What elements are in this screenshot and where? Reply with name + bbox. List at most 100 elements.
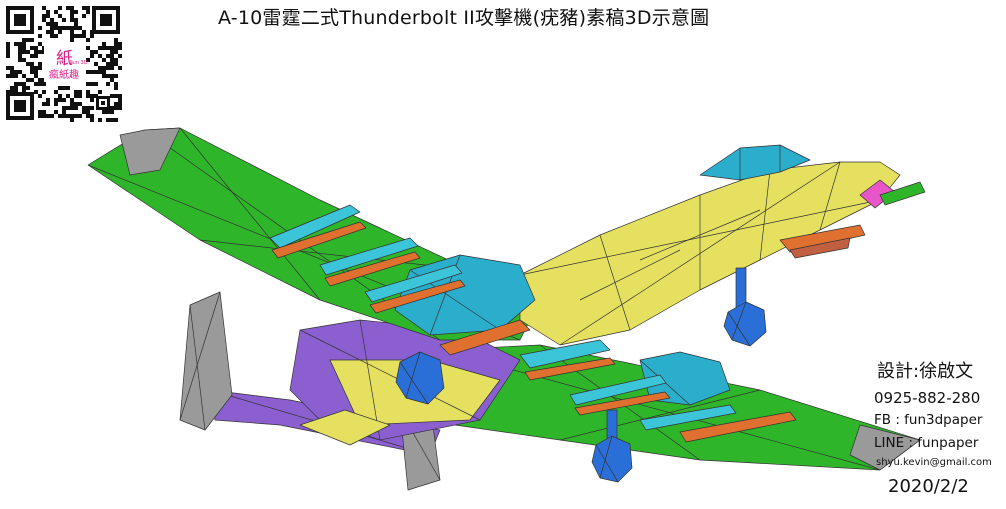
qr-module <box>78 102 82 106</box>
qr-module <box>74 114 78 118</box>
email-address[interactable]: shyu.kevin@gmail.com <box>876 457 992 468</box>
qr-module <box>6 42 10 46</box>
qr-module <box>118 42 122 46</box>
qr-module <box>86 58 90 62</box>
qr-module <box>70 34 74 38</box>
qr-module <box>74 18 78 22</box>
qr-module <box>54 34 58 38</box>
qr-module <box>66 106 70 110</box>
qr-module <box>46 10 50 14</box>
qr-module <box>58 86 62 90</box>
qr-code[interactable]: 紙 Fun 3D 瘋紙趣 <box>4 4 122 122</box>
qr-module <box>86 106 90 110</box>
qr-module <box>38 94 42 98</box>
qr-module <box>34 82 38 86</box>
qr-module <box>58 98 62 102</box>
qr-module <box>54 98 58 102</box>
qr-module <box>38 62 42 66</box>
qr-module <box>98 70 102 74</box>
qr-module <box>74 94 78 98</box>
qr-finder-top-right <box>92 6 120 34</box>
qr-module <box>66 86 70 90</box>
qr-module <box>10 70 14 74</box>
qr-module <box>82 106 86 110</box>
qr-module <box>110 50 114 54</box>
qr-module <box>18 82 22 86</box>
qr-module <box>110 106 114 110</box>
qr-module <box>70 102 74 106</box>
qr-module <box>82 6 86 10</box>
qr-module <box>78 94 82 98</box>
qr-module <box>18 70 22 74</box>
qr-module <box>114 106 118 110</box>
qr-module <box>110 110 114 114</box>
qr-module <box>86 82 90 86</box>
qr-module <box>114 58 118 62</box>
qr-module <box>94 82 98 86</box>
qr-module <box>114 46 118 50</box>
qr-module <box>106 110 110 114</box>
qr-module <box>18 58 22 62</box>
qr-module <box>66 94 70 98</box>
qr-module <box>58 114 62 118</box>
page-title: A-10雷霆二式Thunderbolt II攻擊機(疣豬)素稿3D示意圖 <box>218 7 710 29</box>
qr-logo: 紙 Fun 3D 瘋紙趣 <box>44 42 88 82</box>
qr-module <box>30 62 34 66</box>
qr-module <box>114 50 118 54</box>
qr-module <box>54 110 58 114</box>
qr-module <box>94 50 98 54</box>
qr-finder-top-left <box>6 6 34 34</box>
qr-module <box>6 66 10 70</box>
qr-module <box>26 78 30 82</box>
qr-module <box>86 6 90 10</box>
qr-module <box>70 30 74 34</box>
qr-module <box>26 62 30 66</box>
qr-module <box>34 50 38 54</box>
qr-module <box>90 54 94 58</box>
qr-module <box>74 34 78 38</box>
qr-module <box>62 110 66 114</box>
qr-module <box>26 50 30 54</box>
qr-module <box>90 118 94 122</box>
qr-module <box>22 74 26 78</box>
qr-module <box>102 46 106 50</box>
qr-module <box>106 82 110 86</box>
qr-module <box>106 54 110 58</box>
weapon-stores <box>269 204 866 443</box>
qr-module <box>10 74 14 78</box>
qr-module <box>74 102 78 106</box>
qr-module <box>58 6 62 10</box>
qr-module <box>46 98 50 102</box>
qr-module <box>102 70 106 74</box>
qr-module <box>74 106 78 110</box>
qr-module <box>14 42 18 46</box>
qr-logo-caption: Fun 3D <box>70 60 88 66</box>
qr-module <box>118 94 122 98</box>
qr-module <box>62 98 66 102</box>
qr-module <box>102 110 106 114</box>
qr-module <box>38 110 42 114</box>
qr-module <box>46 14 50 18</box>
qr-module <box>90 106 94 110</box>
qr-module <box>6 74 10 78</box>
qr-module <box>90 70 94 74</box>
main-fuselage <box>519 161 926 346</box>
qr-module <box>70 18 74 22</box>
qr-module <box>50 22 54 26</box>
qr-module <box>38 26 42 30</box>
qr-module <box>46 114 50 118</box>
qr-module <box>26 38 30 42</box>
qr-module <box>86 10 90 14</box>
qr-module <box>18 46 22 50</box>
qr-module <box>34 46 38 50</box>
qr-module <box>34 90 38 94</box>
qr-module <box>54 90 58 94</box>
qr-module <box>6 54 10 58</box>
qr-module <box>34 66 38 70</box>
qr-module <box>90 50 94 54</box>
qr-module <box>110 62 114 66</box>
qr-module <box>22 82 26 86</box>
qr-module <box>30 70 34 74</box>
qr-module <box>18 54 22 58</box>
qr-module <box>22 50 26 54</box>
